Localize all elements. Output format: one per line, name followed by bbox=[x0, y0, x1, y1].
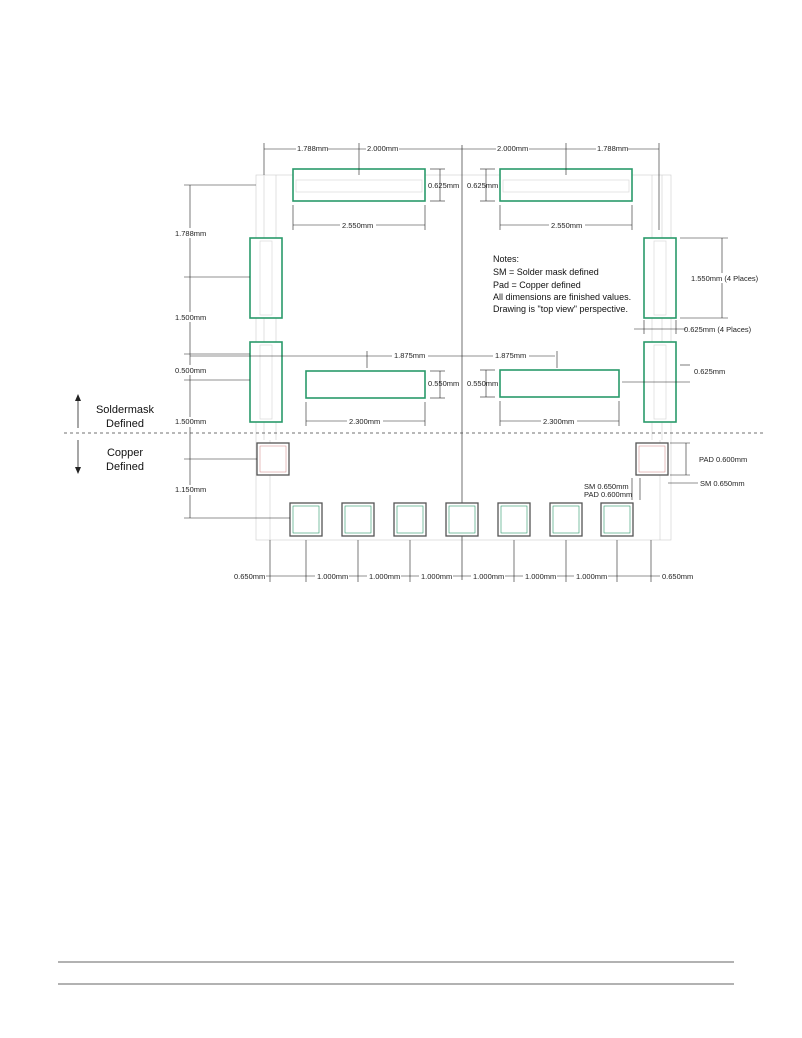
dim-label: 2.300mm bbox=[349, 417, 380, 426]
pad-mid-right bbox=[499, 369, 620, 398]
copper-pad-group bbox=[256, 442, 669, 537]
soldermask-label: Defined bbox=[106, 418, 144, 430]
dim-label: SM 0.650mm bbox=[700, 479, 745, 488]
dim-label: 2.550mm bbox=[551, 221, 582, 230]
pad-inner bbox=[292, 505, 320, 534]
dim-label: 1.875mm bbox=[394, 351, 425, 360]
copper-pad-bottom-1 bbox=[289, 502, 323, 537]
dim-label: 1.500mm bbox=[175, 313, 206, 322]
pad-inner bbox=[259, 344, 273, 420]
dim-label: PAD 0.600mm bbox=[699, 455, 747, 464]
pad-inner bbox=[638, 445, 666, 473]
dim-label: 1.788mm bbox=[597, 144, 628, 153]
dim-label: PAD 0.600mm bbox=[584, 490, 632, 499]
pad-inner bbox=[295, 179, 423, 193]
copper-label: Copper bbox=[107, 447, 143, 459]
notes-line: Pad = Copper defined bbox=[493, 280, 581, 290]
pad-top-right bbox=[499, 168, 633, 202]
dim-label: 1.788mm bbox=[297, 144, 328, 153]
copper-pad-left bbox=[256, 442, 290, 476]
dim-label: 1.500mm bbox=[175, 417, 206, 426]
dim-label: 0.550mm bbox=[467, 379, 498, 388]
copper-pad-bottom-2 bbox=[341, 502, 375, 537]
dim-label: 2.300mm bbox=[543, 417, 574, 426]
dim-label: 1.000mm bbox=[473, 572, 504, 581]
down-arrow-icon bbox=[75, 467, 81, 474]
dim-label: 1.000mm bbox=[421, 572, 452, 581]
pad-inner bbox=[500, 505, 528, 534]
copper-pad-bottom-3 bbox=[393, 502, 427, 537]
pad-inner bbox=[603, 505, 631, 534]
notes-line: Drawing is "top view" perspective. bbox=[493, 304, 628, 314]
pad-right-upper bbox=[643, 237, 677, 319]
dim-label: 0.650mm bbox=[234, 572, 265, 581]
pad-left-upper bbox=[249, 237, 283, 319]
copper-pad-right bbox=[635, 442, 669, 476]
dim-label: 1.875mm bbox=[495, 351, 526, 360]
dim-label: 0.625mm bbox=[694, 367, 725, 376]
pad-inner bbox=[259, 240, 273, 316]
dim-label: 1.000mm bbox=[317, 572, 348, 581]
dim-label: 2.000mm bbox=[367, 144, 398, 153]
pad-inner bbox=[653, 240, 667, 316]
dim-label: 0.625mm (4 Places) bbox=[684, 325, 752, 334]
pad-inner bbox=[344, 505, 372, 534]
up-arrow-icon bbox=[75, 394, 81, 401]
dim-label: 0.625mm bbox=[428, 181, 459, 190]
notes-line: SM = Solder mask defined bbox=[493, 267, 599, 277]
copper-pad-bottom-5 bbox=[497, 502, 531, 537]
pad-left-lower bbox=[249, 341, 283, 423]
dim-label: 1.000mm bbox=[525, 572, 556, 581]
pad-inner bbox=[448, 505, 476, 534]
copper-pad-bottom-6 bbox=[549, 502, 583, 537]
pad-mid-left bbox=[305, 370, 426, 399]
pad-inner bbox=[396, 505, 424, 534]
copper-pad-bottom-4 bbox=[445, 502, 479, 537]
dim-label: SM 0.650mm bbox=[584, 482, 629, 491]
dim-label: 2.000mm bbox=[497, 144, 528, 153]
dim-label: 0.500mm bbox=[175, 366, 206, 375]
dim-label: 1.550mm (4 Places) bbox=[691, 274, 759, 283]
dim-label: 1.788mm bbox=[175, 229, 206, 238]
pad-inner bbox=[502, 179, 630, 193]
soldermask-label: Soldermask bbox=[96, 404, 155, 416]
dim-label: 1.000mm bbox=[369, 572, 400, 581]
dim-label: 2.550mm bbox=[342, 221, 373, 230]
copper-label: Defined bbox=[106, 461, 144, 473]
dim-label: 0.550mm bbox=[428, 379, 459, 388]
notes-line: All dimensions are finished values. bbox=[493, 292, 631, 302]
dim-label: 1.150mm bbox=[175, 485, 206, 494]
copper-pad-bottom-7 bbox=[600, 502, 634, 537]
pad-inner bbox=[259, 445, 287, 473]
notes-block: Notes: SM = Solder mask defined Pad = Co… bbox=[493, 254, 631, 314]
dim-label: 0.625mm bbox=[467, 181, 498, 190]
notes-heading: Notes: bbox=[493, 254, 519, 264]
dim-label: 1.000mm bbox=[576, 572, 607, 581]
pad-inner bbox=[552, 505, 580, 534]
dim-label: 0.650mm bbox=[662, 572, 693, 581]
